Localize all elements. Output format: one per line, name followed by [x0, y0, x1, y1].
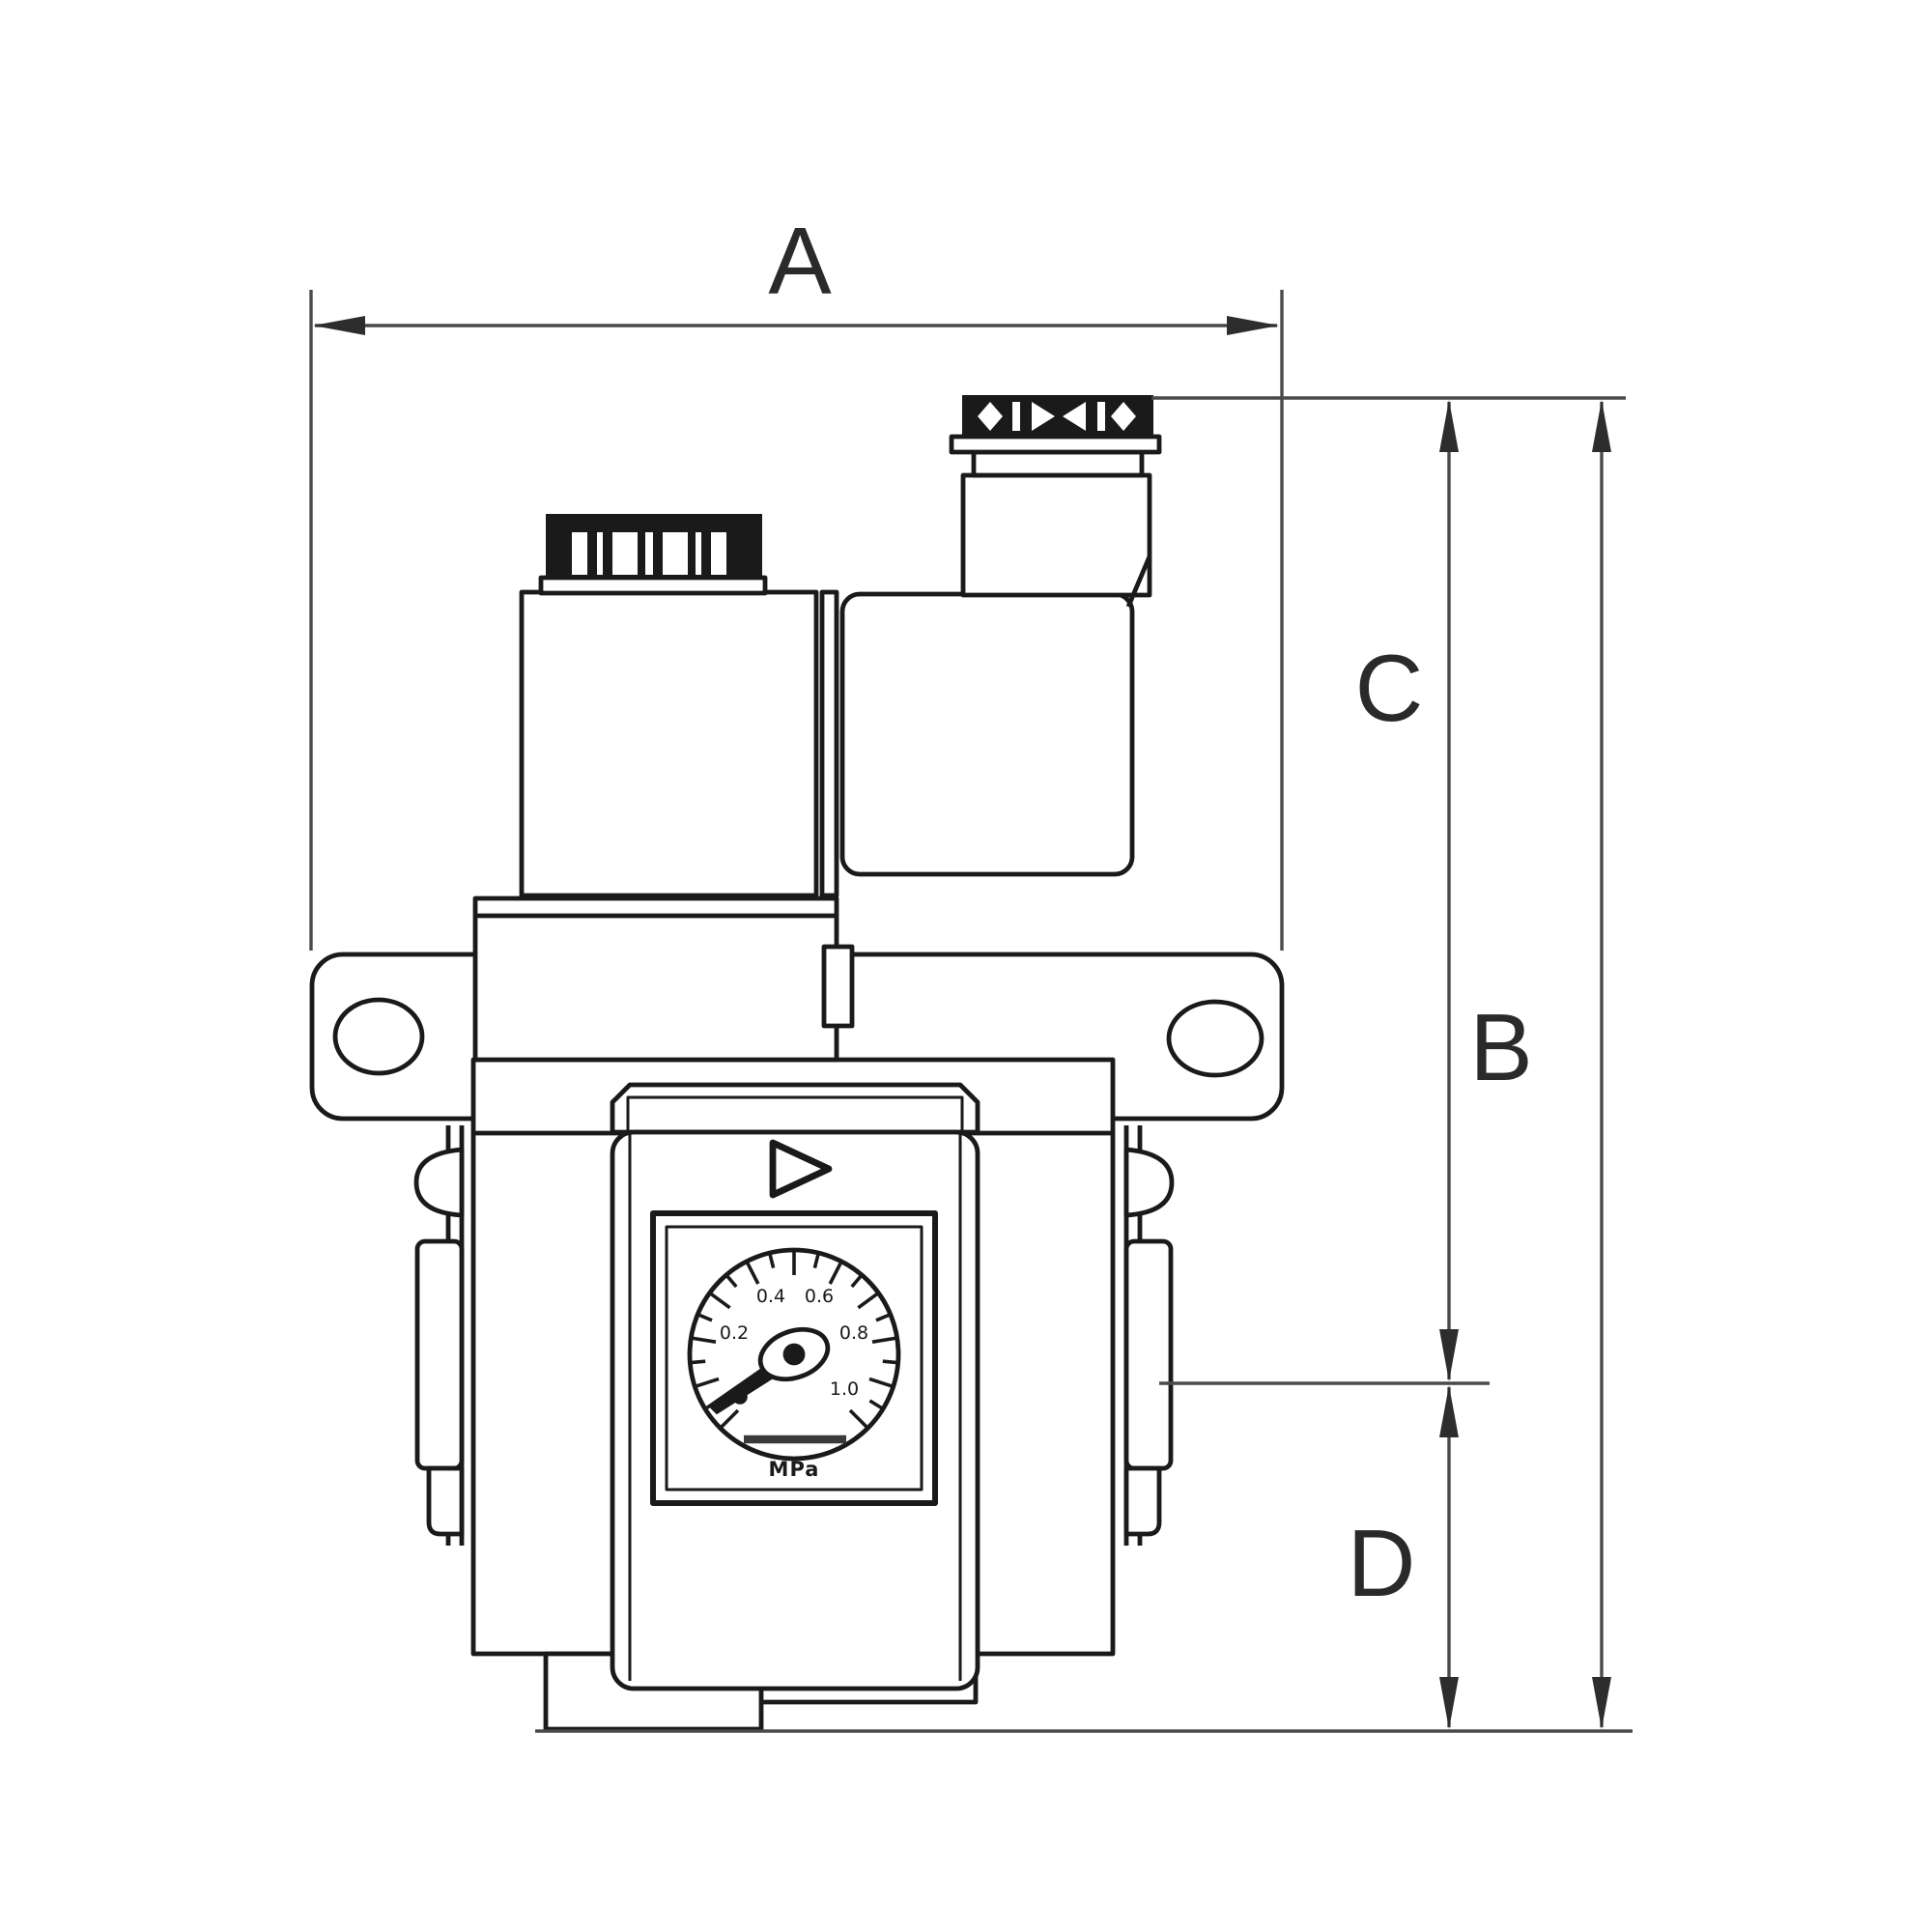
gauge-tick-label: 0.4 [756, 1286, 785, 1307]
fitting-neck [971, 449, 1145, 478]
coil-junction-strip [819, 589, 839, 898]
cover-top-band-inner [626, 1095, 964, 1132]
bracket-hole-left [332, 997, 425, 1076]
manual-override-knob [538, 514, 768, 596]
dimension-a: A [313, 208, 1279, 335]
base-column [472, 895, 839, 1063]
gauge-needle-counterweight [732, 1389, 748, 1405]
port-fitting-left [413, 1125, 465, 1546]
port-fitting-right [1123, 1125, 1175, 1546]
bracket-hole-right [1166, 999, 1264, 1078]
dimension-d: D [1348, 1385, 1459, 1729]
dim-arrow-a-left [313, 316, 365, 335]
left-fitting-collar [414, 1238, 465, 1471]
dim-label-a: A [768, 208, 832, 314]
cover-top-band [610, 1082, 980, 1135]
coil-block-left [519, 589, 819, 898]
solenoid-coil [519, 589, 1135, 898]
right-fitting-bump [1123, 1147, 1175, 1218]
right-fitting-collar [1123, 1238, 1174, 1471]
knob-base-band [538, 575, 768, 596]
right-fitting-step [1123, 1465, 1162, 1537]
dim-arrow-c-bottom [1439, 1329, 1459, 1381]
dim-label-d: D [1348, 1510, 1416, 1616]
pressure-gauge: 0.2 0.4 0.6 0.8 1.0 MPa [687, 1247, 901, 1481]
dim-arrow-a-right [1227, 316, 1279, 335]
base-side-tab [821, 944, 855, 1029]
dim-arrow-d-top [1439, 1385, 1459, 1437]
gauge-panel-inner [665, 1225, 923, 1492]
fitting-stem-chamfer [1125, 555, 1152, 608]
gauge-tick-label: 0.6 [805, 1286, 834, 1307]
dim-arrow-d-bottom [1439, 1677, 1459, 1729]
coil-block-right [839, 591, 1135, 877]
dim-arrow-b-bottom [1592, 1677, 1611, 1729]
dimension-b: B [1469, 400, 1611, 1729]
dimension-annotations: A C B D [309, 208, 1633, 1733]
dim-label-b: B [1469, 994, 1532, 1100]
dim-label-c: C [1355, 635, 1424, 741]
knob-rib-slots [572, 532, 726, 575]
fitting-flange [949, 434, 1162, 455]
dim-arrow-c-top [1439, 400, 1459, 452]
gauge-tick-label: 0.8 [839, 1322, 868, 1344]
left-fitting-step [426, 1465, 465, 1537]
one-touch-fitting-top [949, 395, 1162, 608]
gauge-tick-label: 1.0 [830, 1378, 859, 1400]
flow-direction-arrow-icon [769, 1139, 833, 1199]
gauge-tick-label: 0.2 [720, 1322, 749, 1344]
fitting-stem [960, 472, 1152, 598]
left-fitting-bump [413, 1147, 465, 1218]
fitting-cap-hatch-pattern [978, 402, 1136, 431]
gauge-hub-center [782, 1343, 806, 1366]
solenoid-base [472, 895, 855, 1063]
dimension-c: C [1355, 400, 1459, 1381]
gauge-unit-label: MPa [769, 1458, 820, 1481]
gauge-ticks [692, 1252, 896, 1429]
dim-arrow-b-top [1592, 400, 1611, 452]
